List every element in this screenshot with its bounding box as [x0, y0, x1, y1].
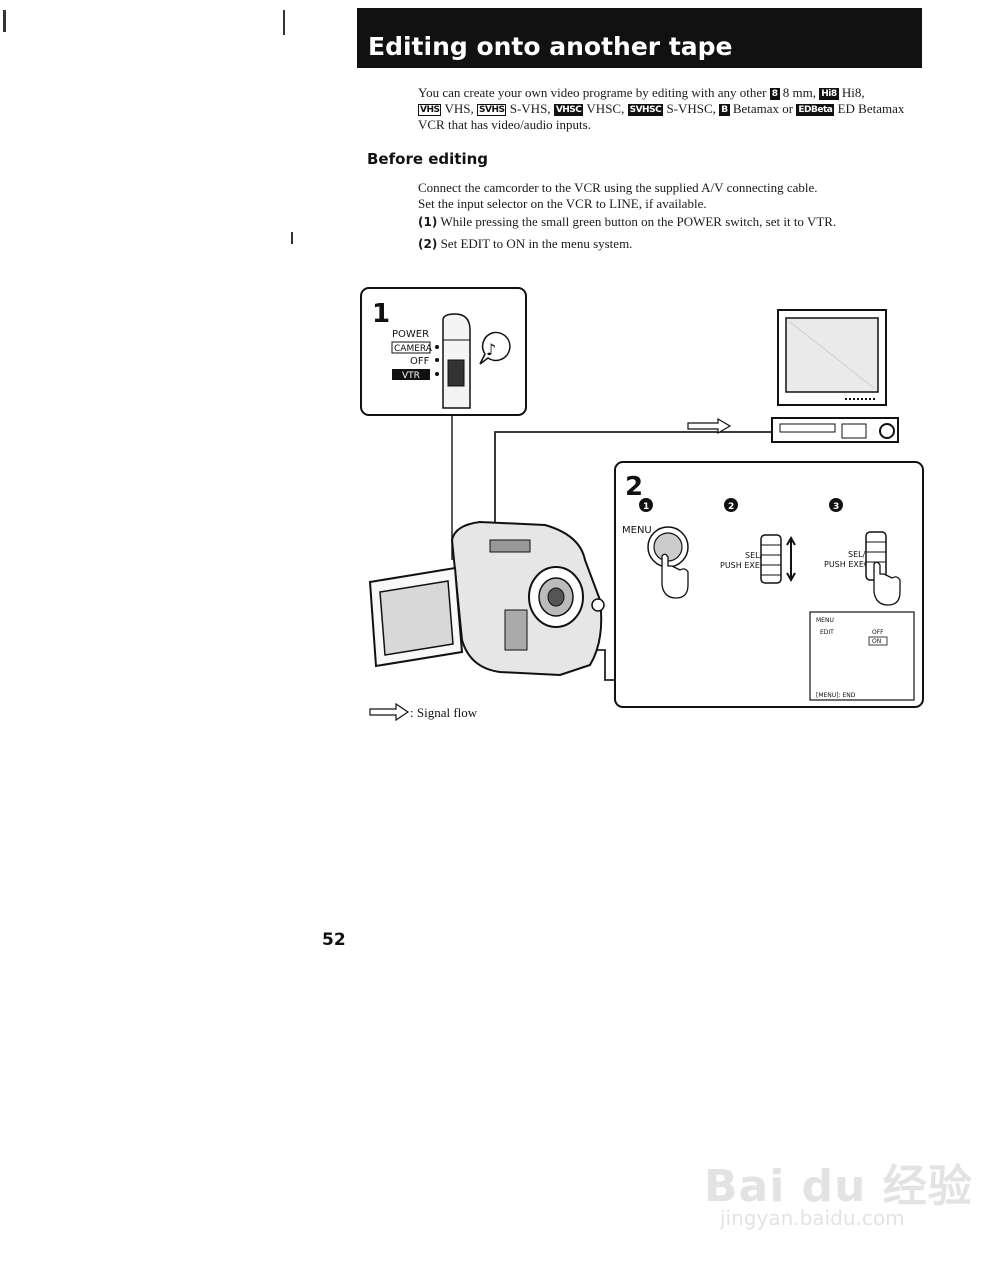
- dial-label: SEL/: [848, 550, 866, 559]
- intro-text: S-VHSC,: [666, 101, 716, 116]
- svg-text:♪: ♪: [486, 340, 496, 359]
- intro-text: VHS,: [444, 101, 474, 116]
- step-text: Set EDIT to ON in the menu system.: [440, 236, 633, 251]
- signal-flow-caption: : Signal flow: [410, 705, 478, 720]
- svg-text:[MENU]: END: [MENU]: END: [816, 692, 856, 699]
- section-heading: Before editing: [367, 150, 489, 168]
- page-number: 52: [322, 930, 346, 950]
- menu-label: MENU: [622, 525, 652, 536]
- beep-icon: [479, 331, 511, 365]
- scan-mark: [283, 10, 285, 35]
- svhsc-logo: SVHSC: [627, 104, 664, 116]
- panel-1: 1 POWER CAMERA OFF VTR ♪: [360, 287, 527, 416]
- panel-2-number: 2: [625, 472, 643, 502]
- 8mm-logo: 8: [769, 88, 780, 100]
- title-bar: [357, 8, 922, 68]
- svg-text:3: 3: [833, 502, 839, 512]
- intro-text: S-VHS,: [509, 101, 551, 116]
- step-number: (2): [418, 237, 438, 251]
- intro-paragraph: You can create your own video programe b…: [418, 85, 923, 133]
- sub-step-2-icon: [724, 498, 738, 512]
- menu-screen: [809, 611, 915, 701]
- svg-text:1: 1: [643, 502, 649, 512]
- hand-icon: [661, 553, 689, 599]
- watermark-url: jingyan.baidu.com: [720, 1206, 905, 1230]
- sub-step-3-icon: [829, 498, 843, 512]
- svg-text:OFF: OFF: [872, 629, 884, 636]
- panel-1-number: 1: [372, 299, 390, 329]
- step-2: (2) Set EDIT to ON in the menu system.: [418, 236, 632, 252]
- power-label: POWER: [392, 329, 429, 340]
- ed-betamax-logo: EDBeta: [796, 104, 835, 116]
- hand-icon: [873, 561, 901, 606]
- vtr-label: VTR: [402, 371, 420, 381]
- svg-text:MENU: MENU: [816, 617, 834, 624]
- svg-text:2: 2: [728, 502, 734, 512]
- sel-dial-icon: [760, 534, 782, 584]
- panel-2: 2 1 2 3 MENU SEL/ PUSH EXEC SEL/ PUSH EX…: [614, 461, 924, 708]
- scan-mark: [3, 10, 6, 32]
- cable-line: [494, 431, 775, 560]
- intro-text: ED Betamax: [837, 101, 905, 116]
- off-label: OFF: [410, 356, 430, 367]
- sub-step-1-icon: [639, 498, 653, 512]
- watermark-logo: Bai du 经验: [704, 1161, 973, 1212]
- dial-label: PUSH EXEC: [824, 560, 870, 569]
- page-title: Editing onto another tape: [368, 32, 733, 61]
- vhs-logo: VHS: [418, 104, 442, 116]
- tv-icon: [777, 309, 887, 406]
- signal-arrow-icon: [687, 417, 732, 435]
- intro-text: VCR that has video/audio inputs.: [418, 117, 591, 132]
- camcorder-icon: [368, 520, 605, 677]
- scan-mark: [291, 232, 293, 244]
- svhs-logo: SVHS: [477, 104, 507, 116]
- step-1: (1) While pressing the small green butto…: [418, 214, 836, 230]
- rotate-arrow-icon: [786, 535, 796, 583]
- intro-text: VHSC,: [586, 101, 625, 116]
- intro-text: Hi8,: [841, 85, 865, 100]
- instruction-line: Connect the camcorder to the VCR using t…: [418, 180, 818, 195]
- step-text: While pressing the small green button on…: [440, 214, 837, 229]
- camera-label: CAMERA: [394, 344, 433, 354]
- dial-label: PUSH EXEC: [720, 561, 766, 570]
- svg-text:ON: ON: [872, 638, 881, 645]
- dial-label: SEL/: [745, 551, 763, 560]
- intro-text: 8 mm,: [782, 85, 817, 100]
- signal-arrow-icon: [369, 702, 410, 722]
- intro-text: Betamax or: [732, 101, 794, 116]
- betamax-logo: B: [719, 104, 730, 116]
- step-number: (1): [418, 215, 438, 229]
- instruction-line: Set the input selector on the VCR to LIN…: [418, 196, 707, 211]
- intro-text: You can create your own video programe b…: [418, 85, 767, 100]
- vcr-icon: [771, 417, 899, 443]
- hi8-logo: Hi8: [819, 88, 839, 100]
- vhsc-logo: VHSC: [553, 104, 584, 116]
- svg-text:EDIT: EDIT: [820, 629, 834, 636]
